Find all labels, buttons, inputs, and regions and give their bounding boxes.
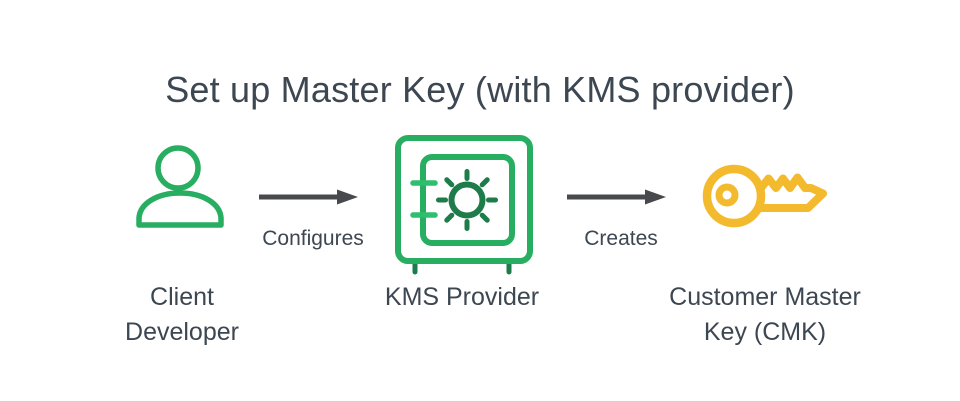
edge-label-creates: Creates [584,227,658,250]
node-kms-provider [393,133,537,277]
node-customer-master-key [697,157,829,237]
arrow-creates-icon [567,189,666,205]
arrow-configures-icon [259,189,358,205]
diagram-title: Set up Master Key (with KMS provider) [165,69,795,110]
safe-icon [395,135,533,275]
node-client-developer [134,144,226,232]
node-label-kms-provider: KMS Provider [384,283,540,311]
key-icon [702,164,827,228]
node-label-customer-master-key: Customer Master Key (CMK) [669,283,861,346]
node-label-client-developer: Client Developer [125,283,239,346]
person-icon [136,145,224,228]
edge-label-configures: Configures [262,227,364,250]
